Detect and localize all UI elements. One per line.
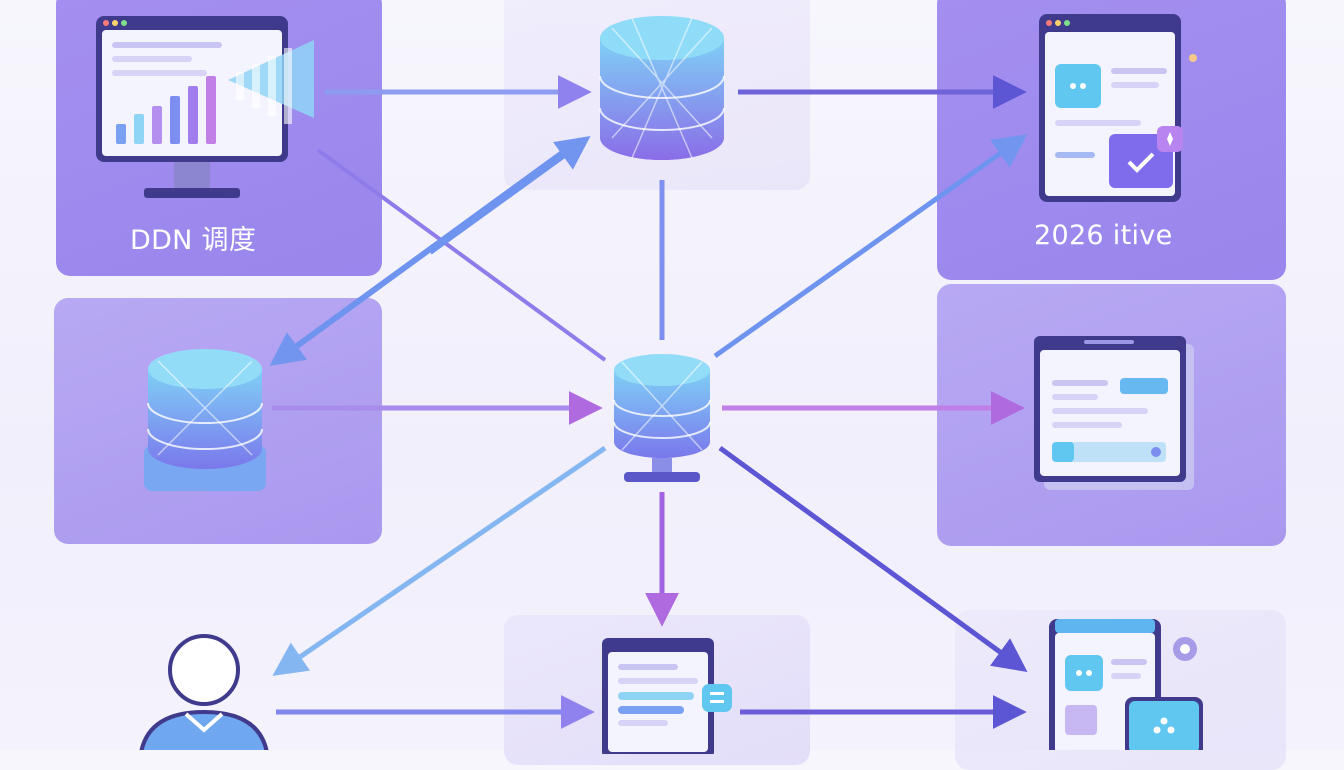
database-icon [599, 16, 725, 160]
app-window-icon [1034, 336, 1194, 490]
chat-window-icon [602, 638, 732, 754]
arrow-hub-to-user [272, 445, 607, 676]
connection-arrows [269, 75, 1028, 729]
database-icon [613, 354, 711, 482]
arrow-hub-to-mobile [718, 445, 1028, 673]
database-icon [144, 349, 266, 491]
arrow-leftdb-to-db [428, 136, 591, 255]
arrow-hub-to-app [713, 134, 1028, 359]
mobile-app-icon [1049, 619, 1203, 750]
app-caption: 2026 itive [1034, 220, 1173, 251]
monitor-chart-icon [96, 16, 314, 198]
line-monitor-to-hub [316, 148, 607, 362]
app-window-icon [1039, 14, 1197, 202]
user-icon [139, 634, 269, 750]
monitor-caption: DDN 调度 [130, 225, 257, 256]
